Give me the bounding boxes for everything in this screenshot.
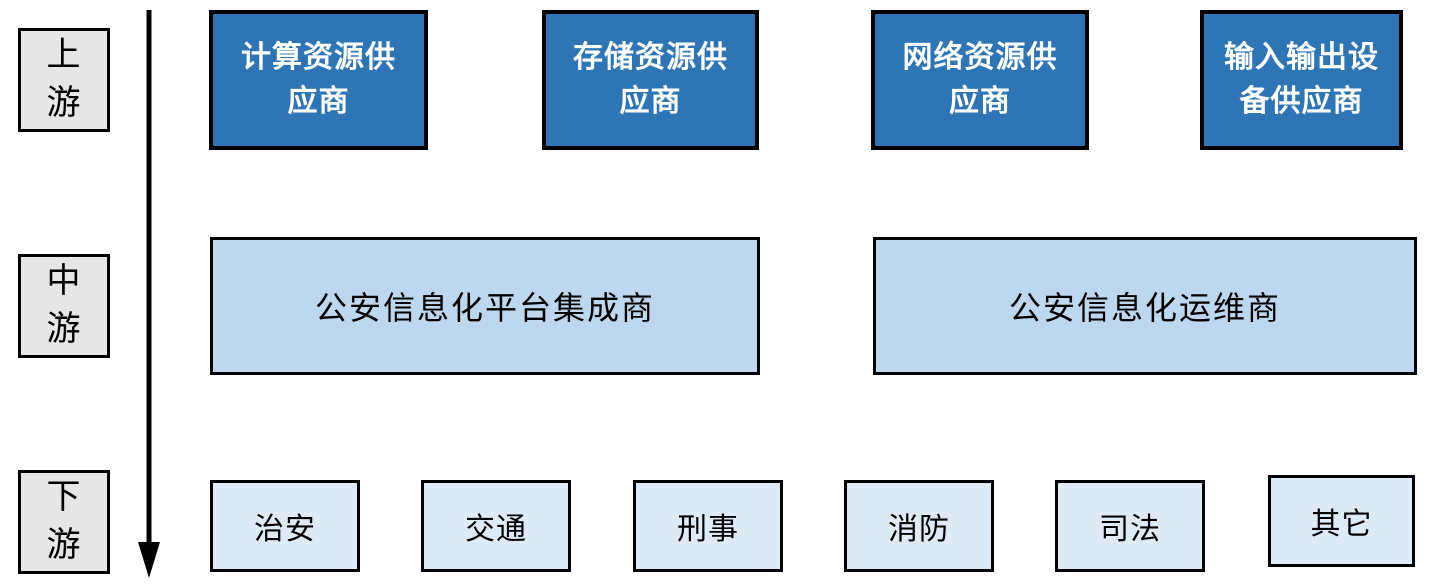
midstream-box-operation-maintenance: 公安信息化运维商 (873, 237, 1417, 375)
stage-label-midstream: 中 游 (18, 254, 110, 358)
downward-arrow-icon (138, 10, 160, 578)
downstream-box-traffic: 交通 (421, 480, 571, 572)
downstream-box-criminal: 刑事 (633, 480, 783, 572)
upstream-box-network-supplier: 网络资源供 应商 (871, 10, 1089, 150)
downstream-box-public-security: 治安 (210, 480, 360, 572)
upstream-box-storage-supplier: 存储资源供 应商 (542, 10, 759, 150)
downstream-box-other: 其它 (1268, 475, 1415, 567)
stage-label-downstream: 下 游 (18, 470, 110, 574)
midstream-box-platform-integrator: 公安信息化平台集成商 (210, 237, 760, 375)
upstream-box-io-device-supplier: 输入输出设 备供应商 (1200, 10, 1403, 150)
stage-label-upstream: 上 游 (18, 28, 110, 132)
downstream-box-judicial: 司法 (1055, 480, 1205, 572)
upstream-box-computing-supplier: 计算资源供 应商 (209, 10, 428, 150)
downstream-box-fire: 消防 (844, 480, 994, 572)
